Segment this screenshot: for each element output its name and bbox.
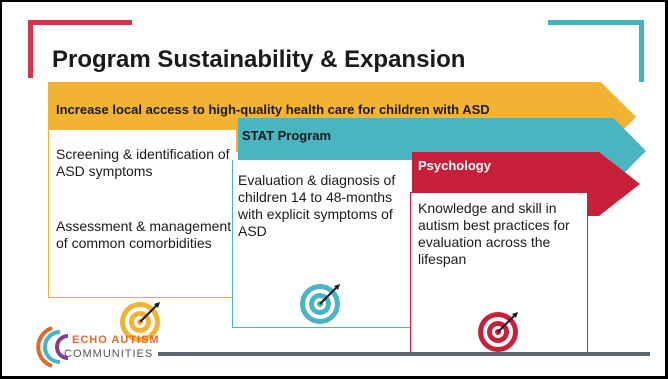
echo-autism-logo <box>36 326 69 368</box>
logo-text-echo-autism: ECHO AUTISM <box>72 334 160 346</box>
panel-access <box>48 130 236 298</box>
logo-text-communities: COMMUNITIES <box>64 348 154 360</box>
band-label-psychology: Psychology <box>418 158 491 173</box>
panel-access-item-assessment: Assessment & management of common comorb… <box>56 218 232 251</box>
panel-psychology-item-knowledge: Knowledge and skill in autism best pract… <box>418 200 570 267</box>
corner-accent-top-right <box>548 20 644 25</box>
corner-accent-top-left-vertical <box>28 20 33 78</box>
page-title: Program Sustainability & Expansion <box>52 46 466 73</box>
target-icon <box>300 284 340 324</box>
corner-accent-top-right-vertical <box>639 20 644 82</box>
target-icon <box>120 302 160 342</box>
panel-stat-item-evaluation: Evaluation & diagnosis of children 14 to… <box>238 172 396 239</box>
footer-divider <box>158 352 650 356</box>
panel-access-item-screening: Screening & identification of ASD sympto… <box>56 146 230 179</box>
target-icon <box>478 312 518 352</box>
corner-accent-top-left <box>28 20 132 25</box>
band-label-access: Increase local access to high-quality he… <box>56 102 490 117</box>
band-label-stat: STAT Program <box>242 128 332 143</box>
